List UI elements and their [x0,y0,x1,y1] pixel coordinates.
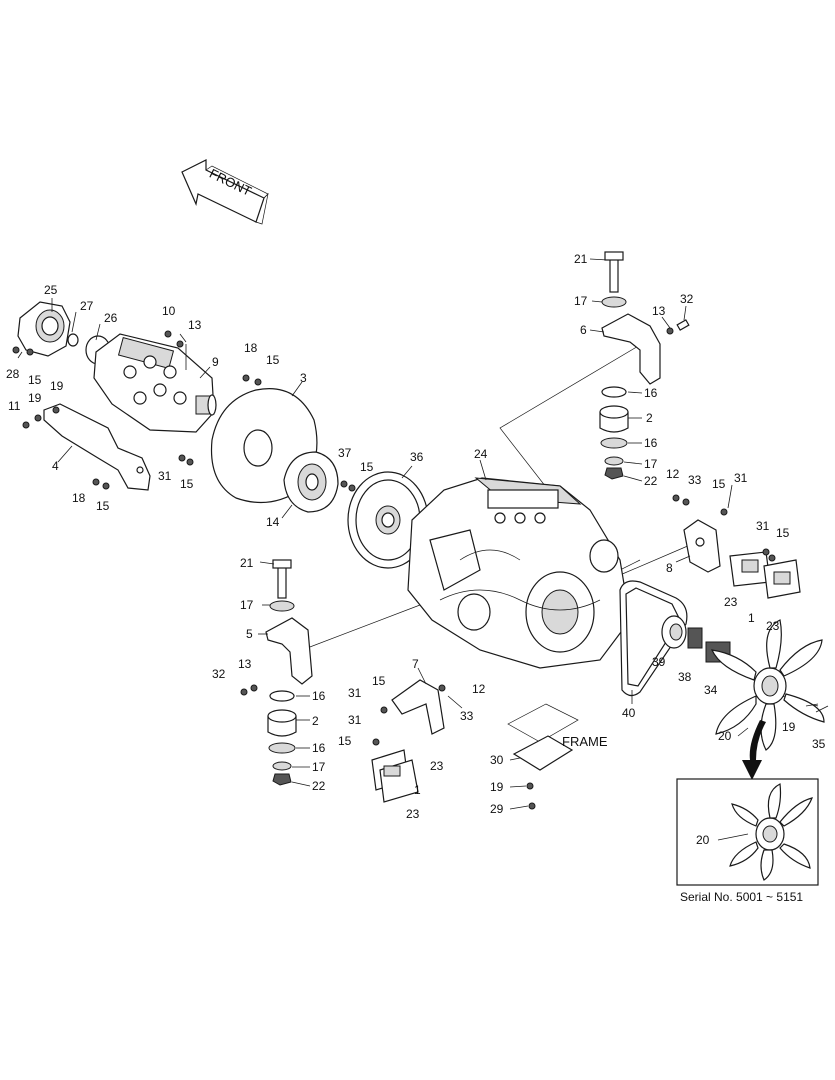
callout-label: 19 [28,391,42,405]
callout-label: 25 [44,283,58,297]
callout-label: 13 [238,657,252,671]
callout-label: 21 [240,556,254,570]
callout-label: 19 [782,720,796,734]
callout-label: 1 [414,783,421,797]
callout-label: 14 [266,515,280,529]
callout-label: 13 [188,318,202,332]
callout-label: 17 [312,760,326,774]
callout-label: 17 [574,294,588,308]
callout-label: 15 [776,526,790,540]
flexible-coupling [281,451,356,519]
callout-label: 20 [696,833,710,847]
callout-label: 10 [162,304,176,318]
callout-label: 15 [338,734,352,748]
mount-stack-lower-left [240,559,313,787]
front-arrow-icon: FRONT [181,159,269,225]
callout-label: 33 [460,709,474,723]
callout-label: 2 [646,411,653,425]
callout-label: 23 [724,595,738,609]
callout-label: 15 [372,674,386,688]
callout-label: 30 [490,753,504,767]
callout-label: 15 [180,477,194,491]
callout-label: 15 [360,460,374,474]
callout-label: 23 [430,759,444,773]
callout-label: 12 [472,682,486,696]
callout-label: 1 [748,611,755,625]
hydraulic-pump-assembly [12,298,217,433]
callout-label: 17 [240,598,254,612]
callout-label: 15 [712,477,726,491]
inset-box [676,778,819,886]
engine-block [407,459,631,669]
callout-label: 7 [412,657,419,671]
flywheel [347,465,429,569]
callout-label: 39 [652,655,666,669]
callout-label: 12 [666,467,680,481]
pump-bracket [22,403,151,491]
mount-stack-upper-right [589,251,690,482]
inset-caption: Serial No. 5001 ~ 5151 [680,890,803,904]
callout-label: 18 [72,491,86,505]
callout-label: 19 [490,780,504,794]
callout-numbers: 21 17 13 32 6 16 2 16 17 22 25 27 26 10 … [6,252,826,847]
callout-label: 32 [680,292,694,306]
callout-label: 16 [644,386,658,400]
callout-label: 16 [644,436,658,450]
callout-label: 26 [104,311,118,325]
callout-label: 21 [574,252,588,266]
callout-label: 15 [96,499,110,513]
inset-arrow-icon [742,720,766,780]
callout-label: 15 [28,373,42,387]
callout-label: 18 [244,341,258,355]
mount-bracket-lower-center [371,667,463,803]
callout-label: 11 [8,399,21,413]
callout-label: 19 [50,379,64,393]
callout-label: 16 [312,689,326,703]
frame-plate [507,703,579,810]
callout-label: 6 [580,323,587,337]
callout-label: 23 [406,807,420,821]
callout-label: 31 [348,686,362,700]
callout-label: 32 [212,667,226,681]
callout-label: 9 [212,355,219,369]
callout-label: 17 [644,457,658,471]
callout-label: 28 [6,367,20,381]
callout-label: 15 [266,353,280,367]
callout-label: 35 [812,737,826,751]
callout-label: 16 [312,741,326,755]
callout-label: 31 [348,713,362,727]
fan-belt-pulley [619,580,731,704]
mount-bracket-right [672,484,801,599]
callout-label: 31 [756,519,770,533]
callout-label: 29 [490,802,504,816]
callout-label: 22 [644,474,658,488]
callout-label: 8 [666,561,673,575]
frame-label: FRAME [562,734,608,749]
callout-label: 36 [410,450,424,464]
callout-label: 31 [734,471,748,485]
callout-label: 23 [766,619,780,633]
callout-label: 22 [312,779,326,793]
callout-label: 40 [622,706,636,720]
callout-label: 27 [80,299,94,313]
callout-label: 24 [474,447,488,461]
callout-label: 2 [312,714,319,728]
callout-label: 4 [52,459,59,473]
callout-label: 31 [158,469,172,483]
cooling-fan [711,619,829,751]
callout-label: 34 [704,683,718,697]
callout-label: 3 [300,371,307,385]
callout-label: 38 [678,670,692,684]
callout-label: 37 [338,446,352,460]
callout-label: 13 [652,304,666,318]
callout-label: 33 [688,473,702,487]
callout-label: 20 [718,729,732,743]
callout-label: 5 [246,627,253,641]
